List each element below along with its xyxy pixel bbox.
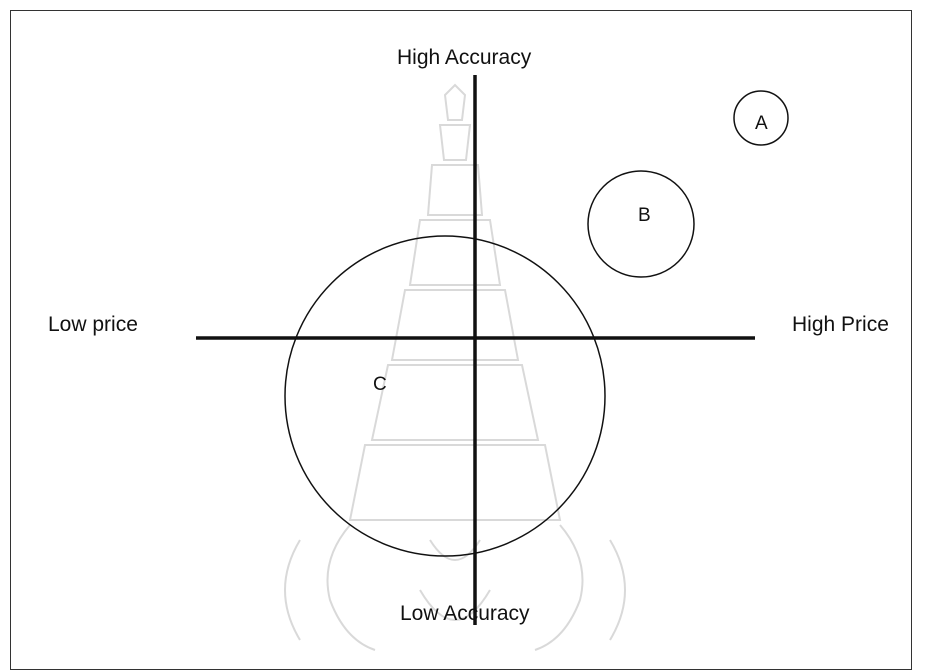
axis-label-low-price: Low price — [48, 313, 138, 336]
circle-label-a: A — [755, 113, 768, 134]
circle-label-c: C — [373, 374, 387, 395]
circle-c — [284, 235, 606, 557]
axis-label-low-accuracy: Low Accuracy — [400, 602, 530, 625]
circle-b — [587, 170, 695, 278]
axis-label-high-price: High Price — [792, 313, 889, 336]
circle-a — [733, 90, 789, 146]
watermark-emblem — [284, 83, 626, 651]
positioning-map — [196, 75, 789, 651]
circle-label-b: B — [638, 205, 651, 226]
axis-label-high-accuracy: High Accuracy — [397, 46, 532, 69]
